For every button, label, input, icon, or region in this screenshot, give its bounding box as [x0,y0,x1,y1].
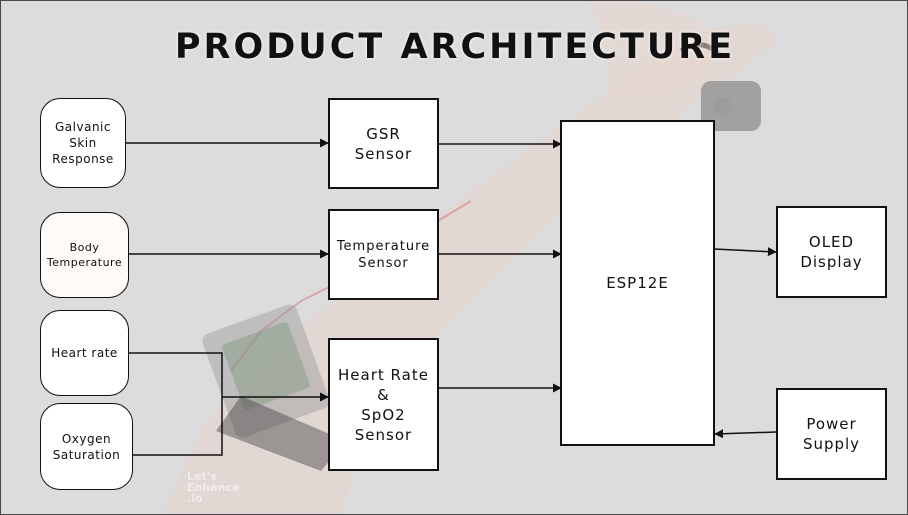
arrow-esp-to-oled [713,247,777,257]
temperature-sensor-box: Temperature Sensor [328,209,439,300]
input-heart-rate: Heart rate [40,310,129,396]
watermark: Let's Enhance .io [187,470,240,505]
input-body-temperature: Body Temperature [40,212,129,298]
power-supply-box: Power Supply [776,388,887,480]
input-oxygen-saturation: Oxygen Saturation [40,403,133,490]
page-title: PRODUCT ARCHITECTURE [174,27,736,67]
line-oxygen-to-sensor [132,397,223,456]
oled-display-box: OLED Display [776,206,887,298]
input-galvanic-skin-response: Galvanic Skin Response [40,98,126,188]
heart-rate-spo2-sensor-box: Heart Rate & SpO2 Sensor [328,338,439,471]
line-heart-rate-to-sensor [129,352,329,402]
gsr-sensor-box: GSR Sensor [328,98,439,189]
arrow-power-to-esp [714,429,777,439]
esp12e-controller-box: ESP12E [560,120,715,446]
